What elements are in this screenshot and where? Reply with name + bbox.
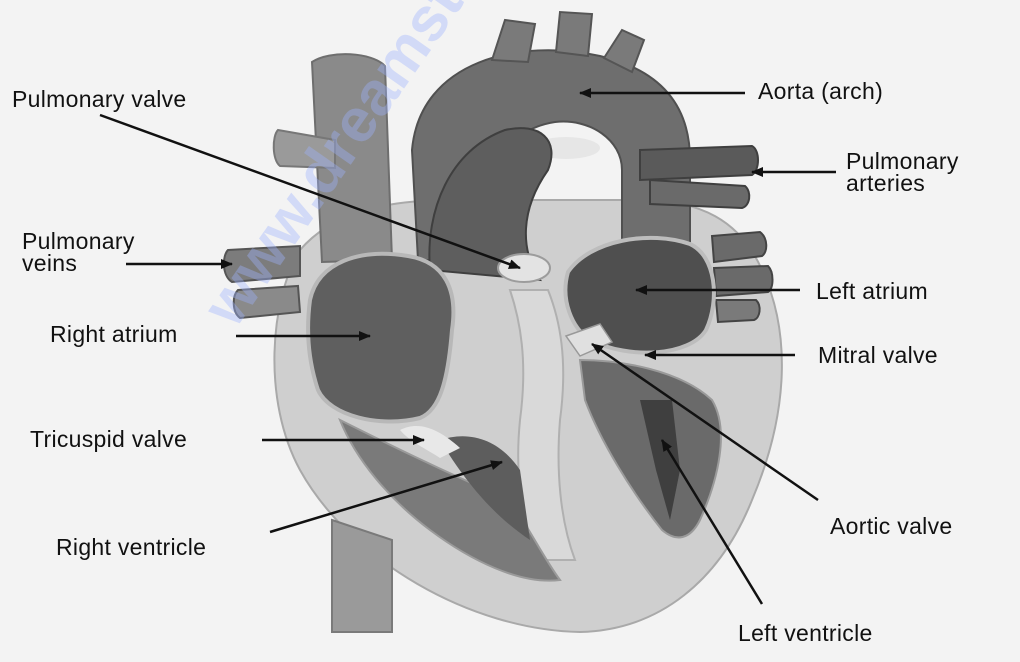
label-pulmonary-veins: Pulmonary veins — [22, 230, 135, 274]
label-pulmonary-veins-line1: Pulmonary — [22, 230, 135, 252]
label-aortic-valve-text: Aortic valve — [830, 515, 952, 537]
inferior-vena-cava — [332, 520, 392, 632]
label-tricuspid-valve-text: Tricuspid valve — [30, 428, 187, 450]
label-pulmonary-valve: Pulmonary valve — [12, 88, 187, 110]
label-aorta-arch-text: Aorta (arch) — [758, 80, 883, 102]
label-pulmonary-valve-text: Pulmonary valve — [12, 88, 187, 110]
pulmonary-veins-right — [712, 232, 766, 262]
pulmonary-arteries-right-2 — [650, 180, 749, 208]
label-pulmonary-arteries-line2: arteries — [846, 172, 959, 194]
label-left-ventricle-text: Left ventricle — [738, 622, 873, 644]
label-left-atrium: Left atrium — [816, 280, 928, 302]
aortic-branch-2 — [556, 12, 592, 56]
pulmonary-valve-shape — [498, 254, 550, 282]
label-left-atrium-text: Left atrium — [816, 280, 928, 302]
pulmonary-veins-right-3 — [716, 300, 760, 322]
label-aorta-arch: Aorta (arch) — [758, 80, 883, 102]
pulmonary-arteries-right — [640, 146, 758, 180]
label-pulmonary-arteries-line1: Pulmonary — [846, 150, 959, 172]
label-pulmonary-arteries: Pulmonary arteries — [846, 150, 959, 194]
label-right-ventricle-text: Right ventricle — [56, 536, 206, 558]
aortic-branch-1 — [492, 20, 535, 62]
label-aortic-valve: Aortic valve — [830, 515, 952, 537]
label-left-ventricle: Left ventricle — [738, 622, 873, 644]
label-tricuspid-valve: Tricuspid valve — [30, 428, 187, 450]
label-right-atrium: Right atrium — [50, 323, 178, 345]
label-right-ventricle: Right ventricle — [56, 536, 206, 558]
right-atrium — [308, 254, 453, 422]
label-mitral-valve: Mitral valve — [818, 344, 938, 366]
pulmonary-veins-right-2 — [714, 266, 773, 296]
label-mitral-valve-text: Mitral valve — [818, 344, 938, 366]
label-right-atrium-text: Right atrium — [50, 323, 178, 345]
label-pulmonary-veins-line2: veins — [22, 252, 135, 274]
